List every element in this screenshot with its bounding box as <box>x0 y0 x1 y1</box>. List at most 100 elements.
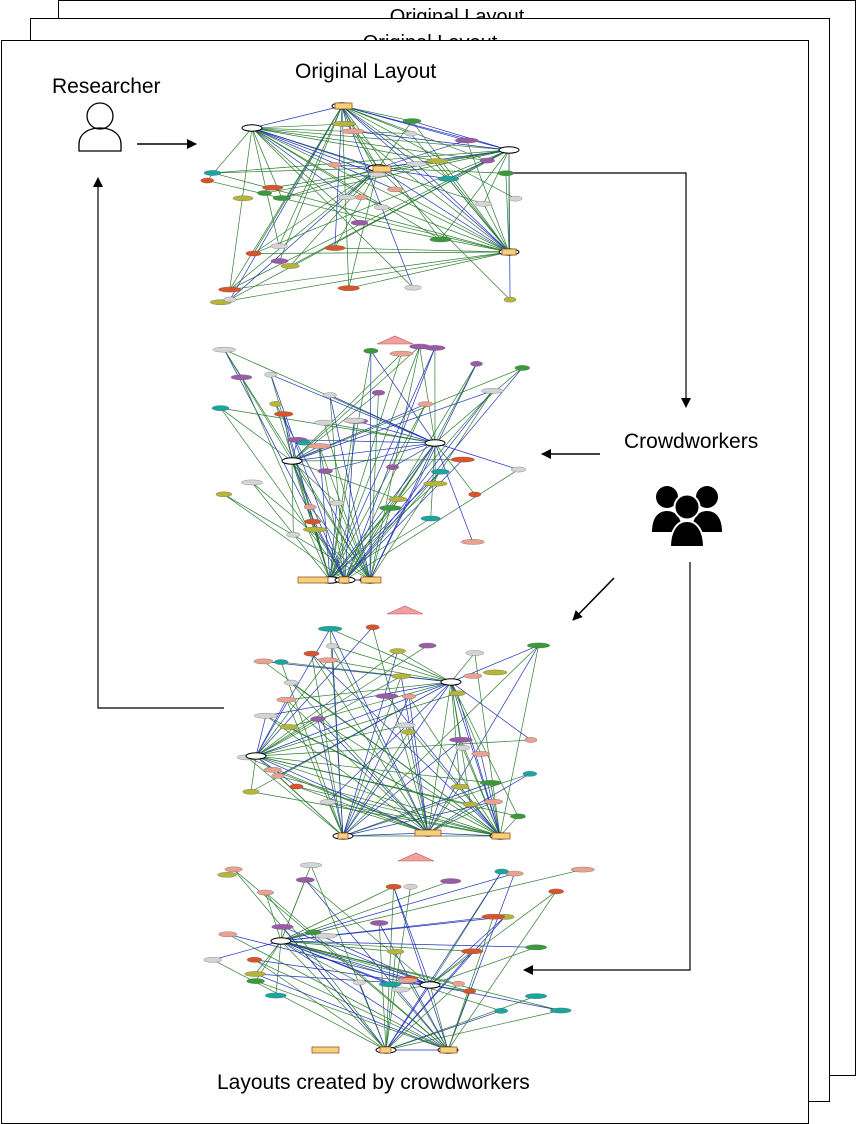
network-edge <box>290 682 429 834</box>
network-edge <box>329 394 436 444</box>
network-node <box>310 716 326 722</box>
network-edge <box>317 718 501 837</box>
network-edge <box>429 891 557 986</box>
network-edge <box>397 650 452 683</box>
network-node <box>232 195 254 202</box>
network-edge <box>280 940 537 948</box>
network-edge <box>224 349 346 581</box>
network-edge <box>329 350 372 581</box>
network-edge <box>385 984 431 1051</box>
node-layer <box>203 852 595 1054</box>
network-node <box>549 1007 572 1014</box>
network-edge <box>311 653 344 837</box>
network-edge <box>280 940 391 985</box>
network-edge <box>329 346 420 581</box>
network-node <box>462 988 476 994</box>
network-node <box>350 220 369 226</box>
network-edge <box>352 130 510 253</box>
network-edge <box>359 982 387 1051</box>
network-edge <box>220 251 510 303</box>
network-edge <box>255 645 428 757</box>
network-edge <box>377 167 506 174</box>
network-edge <box>348 251 510 289</box>
network-edge <box>251 127 441 240</box>
network-node <box>246 978 265 984</box>
network-node <box>420 515 441 522</box>
network-triangle-node <box>386 605 424 615</box>
network-edge <box>280 940 449 1051</box>
network-node <box>479 780 502 786</box>
network-edge <box>429 984 449 1051</box>
network-edge <box>241 377 331 581</box>
network-node <box>510 466 526 473</box>
network-edge <box>296 786 501 837</box>
network-edge <box>251 127 348 198</box>
network-edge <box>328 659 452 683</box>
network-node <box>242 788 260 795</box>
network-node <box>570 866 595 873</box>
network-node <box>481 913 506 920</box>
network-node <box>324 245 346 251</box>
network-box-node <box>360 576 382 584</box>
network-node <box>386 464 399 470</box>
network-hub-node <box>245 752 267 760</box>
network-hub-node <box>241 124 263 132</box>
network-node <box>215 491 233 498</box>
network-edge <box>251 127 488 161</box>
network-node <box>379 505 402 511</box>
network-edge <box>229 149 510 290</box>
network-edge <box>250 791 501 837</box>
network-hub-node <box>419 981 441 989</box>
network-edge <box>344 367 523 581</box>
network-node <box>368 171 387 178</box>
network-node <box>354 194 368 200</box>
network-node <box>387 948 405 955</box>
network-node <box>280 263 300 269</box>
network-node <box>424 345 446 351</box>
network-node <box>429 236 452 243</box>
network-edge <box>393 886 431 986</box>
network-edge <box>265 892 449 1051</box>
network-edge <box>440 149 510 240</box>
network-edge <box>329 420 355 581</box>
network-edge <box>280 886 394 942</box>
network-edge <box>288 726 501 837</box>
network-edge <box>212 940 282 961</box>
network-edge <box>341 105 510 151</box>
network-triangle-node <box>397 852 435 862</box>
network-node <box>418 642 437 649</box>
network-edge <box>392 442 436 468</box>
network-hub-node <box>424 439 446 447</box>
network-node <box>370 920 389 926</box>
network-node <box>327 161 342 168</box>
network-edge <box>255 724 407 757</box>
network-box-node <box>337 832 349 840</box>
network-node <box>352 979 366 986</box>
network-edge <box>280 940 387 1051</box>
network-edge <box>450 681 461 787</box>
network-triangle-node <box>376 335 414 345</box>
network-node <box>374 204 390 211</box>
network-edge <box>280 940 470 992</box>
network-edge <box>369 350 372 581</box>
network-edge <box>377 167 510 253</box>
network-edge <box>289 167 379 267</box>
network-edge <box>344 459 464 581</box>
network-node <box>387 186 403 193</box>
network-edge <box>280 865 312 942</box>
network-edge <box>227 933 431 986</box>
network-node <box>341 128 365 135</box>
network-edge <box>212 959 387 1051</box>
network-edge <box>255 692 458 757</box>
network-node <box>224 866 243 873</box>
network-node <box>470 361 483 367</box>
network-node <box>317 468 333 474</box>
network-edge <box>429 984 561 1011</box>
original-layout-title: Original Layout <box>295 60 437 83</box>
network-edge <box>286 681 452 701</box>
network-node <box>527 642 550 649</box>
network-node <box>462 801 479 808</box>
network-edge <box>317 718 344 837</box>
network-node <box>494 868 509 875</box>
network-edge <box>394 189 510 253</box>
